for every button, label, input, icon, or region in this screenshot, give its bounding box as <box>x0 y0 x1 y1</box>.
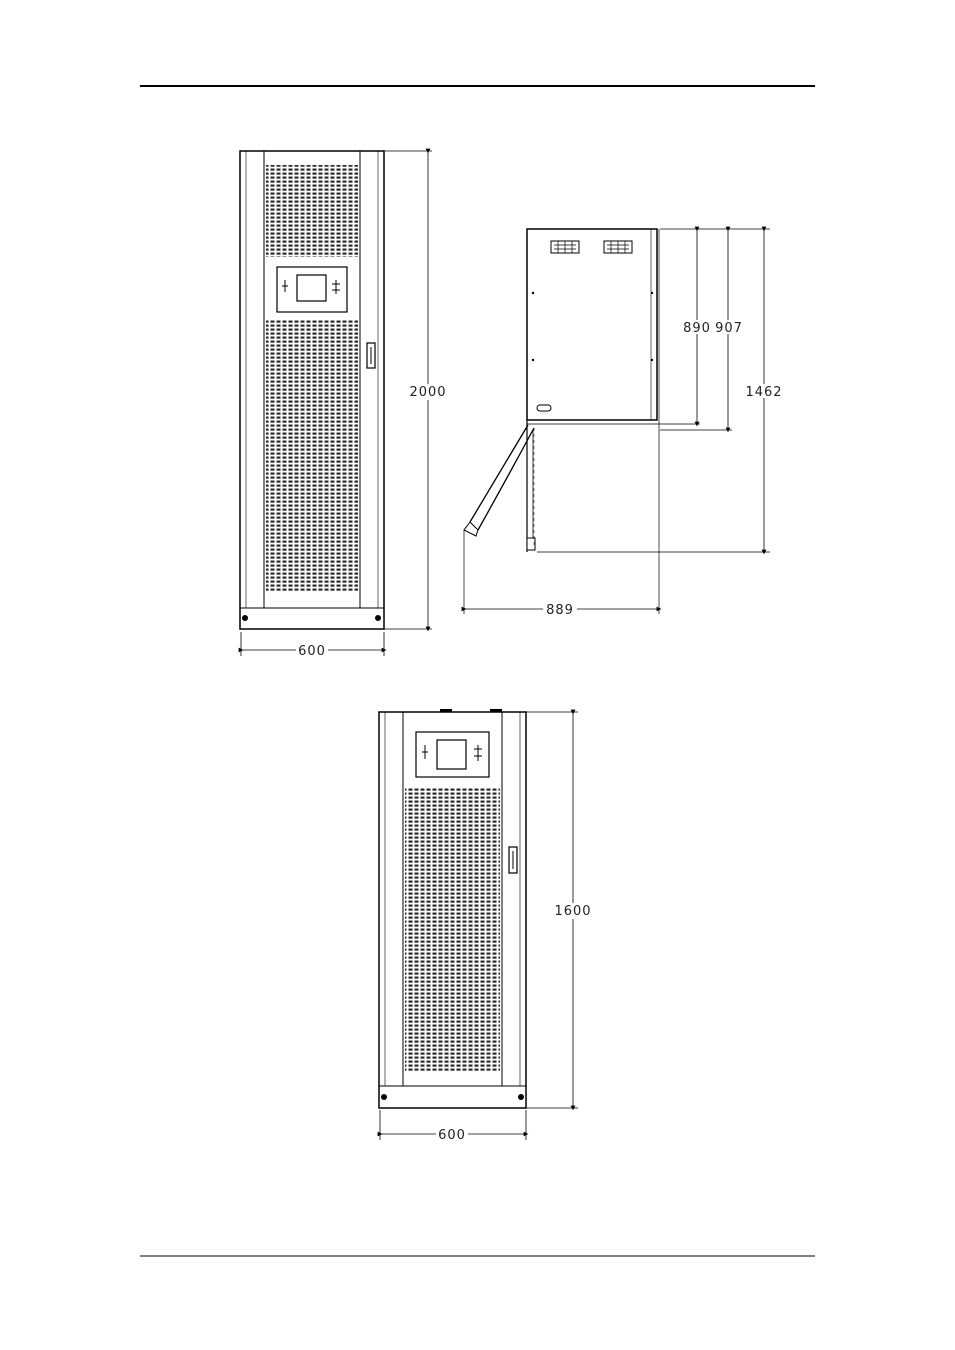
caster-icon <box>375 615 381 621</box>
caster-icon <box>518 1094 524 1100</box>
swung-door <box>470 425 534 530</box>
caster-icon <box>381 1094 387 1100</box>
dim-889: 889 <box>546 603 574 618</box>
dim-width-short: 600 <box>438 1128 466 1143</box>
dim-1462: 1462 <box>745 385 782 400</box>
front-view-short: 600 1600 <box>379 709 592 1143</box>
dim-890: 890 <box>683 321 711 336</box>
dim-907: 907 <box>715 321 743 336</box>
side-view: 890 907 1462 889 <box>464 229 783 618</box>
dim-width-tall: 600 <box>298 644 326 659</box>
front-view-tall: 600 2000 <box>240 151 447 659</box>
display-screen-icon <box>437 740 466 769</box>
display-screen-icon <box>297 275 326 301</box>
grille-pattern <box>405 787 500 1071</box>
caster-icon <box>242 615 248 621</box>
dim-height-tall: 2000 <box>409 385 446 400</box>
grille-pattern <box>266 320 358 592</box>
dim-height-short: 1600 <box>554 904 591 919</box>
grille-pattern <box>266 165 358 257</box>
